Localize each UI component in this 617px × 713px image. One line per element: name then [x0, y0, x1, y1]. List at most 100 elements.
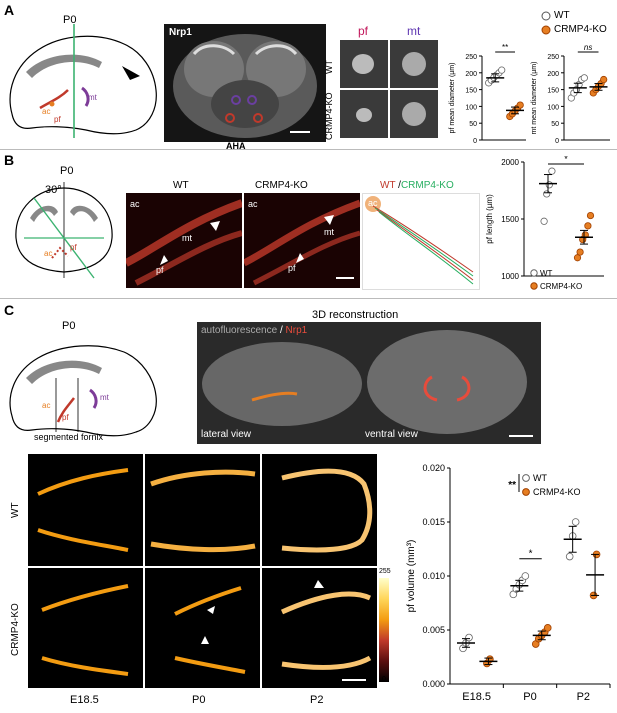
c-colorbar: [379, 578, 389, 682]
b-overlay-ac: ac: [368, 198, 378, 208]
legend-wt-label: WT: [540, 269, 553, 278]
data-point: [565, 552, 574, 561]
significance-label: ns: [584, 43, 592, 52]
y-axis-label: mt mean diameter (µm): [531, 62, 538, 135]
b-angle-label: 30°: [45, 184, 62, 196]
c-sch-ac: ac: [42, 401, 50, 410]
c-ko-p0-image: [145, 568, 260, 688]
a-pf-ko-image: [340, 90, 388, 138]
panel-label-b: B: [4, 152, 15, 168]
c-ko-e18-image: [28, 568, 143, 688]
a-legend-wt-marker: [541, 11, 551, 21]
c-row-ko: CRMP4-KO: [10, 603, 21, 656]
y-tick-label: 0.020: [422, 463, 445, 473]
significance-label-genotype: **: [508, 480, 516, 491]
b-wt-mt: mt: [182, 233, 192, 243]
a-mt-wt-image: [390, 40, 438, 88]
c-cbar-min: 0: [382, 676, 386, 683]
c-age-label: P0: [62, 320, 76, 332]
a-row-ko: CRMP4-KO: [324, 92, 334, 140]
b-overlay-title: WT /CRMP4-KO: [380, 180, 454, 191]
y-tick-label: 50: [469, 121, 477, 128]
c-recon-title: 3D reconstruction: [312, 309, 399, 321]
significance-label: *: [564, 156, 568, 164]
panel-label-a: A: [4, 2, 15, 18]
y-tick-label: 250: [465, 54, 477, 61]
a-sch-pf: pf: [54, 115, 61, 124]
a-brain-schematic: ac pf mt: [9, 24, 157, 138]
data-point: [548, 167, 556, 175]
a-legend-wt: WT: [554, 10, 570, 21]
y-tick-label: 250: [547, 54, 559, 61]
y-tick-label: 100: [547, 104, 559, 111]
legend-ko-label: CRMP4-KO: [540, 282, 582, 291]
a-nrp1-label: Nrp1: [169, 27, 192, 38]
a-row-wt: WT: [324, 60, 334, 74]
y-tick-label: 0.010: [422, 571, 445, 581]
data-point: [573, 254, 582, 262]
a-col-pf: pf: [358, 24, 369, 38]
c-ventral-label: ventral view: [365, 429, 418, 440]
a-aha-label: AHA: [226, 141, 246, 151]
legend-ko-label: CRMP4-KO: [533, 487, 581, 497]
y-tick-label: 0.000: [422, 679, 445, 689]
c-brain-schematic: ac pf mt: [9, 345, 157, 437]
y-tick-label: 0: [473, 138, 477, 144]
x-tick-label: P0: [523, 691, 536, 703]
c-wt-p0-image: [145, 454, 260, 566]
a-nrp1-image: Nrp1: [164, 24, 326, 142]
data-point: [600, 75, 608, 84]
y-tick-label: 1000: [501, 272, 519, 281]
data-point: [543, 624, 552, 632]
significance-label-p0: *: [529, 549, 533, 560]
c-row-wt: WT: [10, 502, 21, 518]
b-coronal-schematic: ac pf: [15, 182, 113, 279]
b-ko-ac: ac: [248, 199, 258, 209]
c-col-p0: P0: [192, 694, 206, 706]
b-overlay-image: ac: [362, 193, 480, 290]
significance-label: **: [502, 43, 508, 52]
data-point: [543, 190, 551, 198]
data-point: [586, 211, 595, 220]
data-point: [584, 222, 592, 230]
y-tick-label: 200: [547, 71, 559, 78]
a-pf-wt-image: [340, 40, 388, 88]
separator-a-b: [0, 149, 617, 150]
a-sch-ac: ac: [42, 107, 50, 116]
c-ko-p2-image: [262, 568, 377, 688]
x-tick-label: E18.5: [462, 691, 491, 703]
y-tick-label: 150: [465, 88, 477, 95]
data-point: [498, 66, 506, 74]
b-sch-pf: pf: [70, 243, 77, 252]
c-recon-image: autofluorescence / Nrp1 lateral view ven…: [197, 322, 541, 444]
data-point: [580, 74, 588, 82]
c-col-e18: E18.5: [70, 694, 99, 706]
panel-label-c: C: [4, 302, 15, 318]
a-col-mt: mt: [407, 24, 421, 38]
b-ko-title: CRMP4-KO: [255, 180, 308, 191]
legend-wt-marker: [530, 269, 538, 277]
data-point: [465, 633, 473, 642]
data-point: [540, 217, 548, 225]
c-wt-p2-image: [262, 454, 377, 566]
b-wt-title: WT: [173, 180, 189, 191]
legend-wt-marker: [522, 474, 530, 482]
data-point: [545, 181, 553, 189]
y-axis-label: pf volume (mm³): [406, 540, 417, 613]
data-point: [576, 248, 584, 256]
legend-ko-marker: [530, 282, 538, 290]
y-tick-label: 50: [551, 121, 559, 128]
y-tick-label: 2000: [501, 158, 519, 167]
a-legend-ko-marker: [541, 25, 551, 35]
c-col-p2: P2: [310, 694, 324, 706]
y-tick-label: 200: [465, 71, 477, 78]
a-age-label: P0: [63, 14, 77, 26]
c-cbar-max: 255: [379, 568, 391, 575]
legend-wt-label: WT: [533, 473, 547, 483]
c-wt-e18-image: [28, 454, 143, 566]
a-legend-ko: CRMP4-KO: [554, 24, 607, 35]
